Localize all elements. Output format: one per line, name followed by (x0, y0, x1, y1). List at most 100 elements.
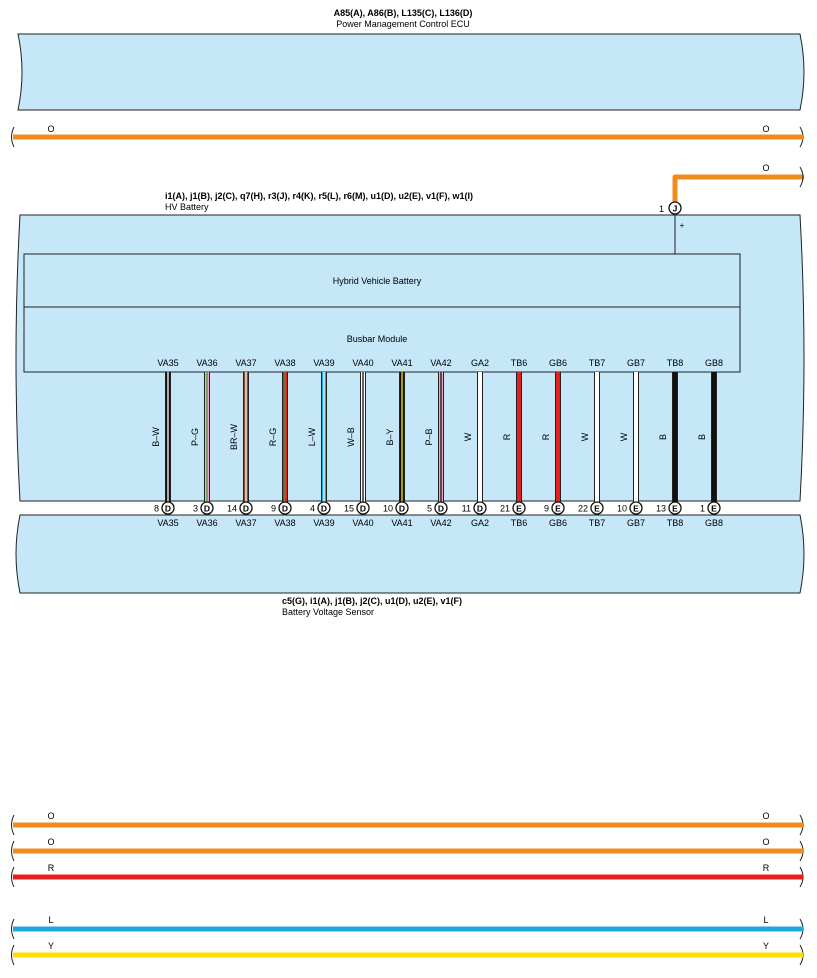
wire-top-label: GB8 (705, 358, 723, 368)
pin-connector-letter: D (165, 504, 171, 514)
ecu-name: Power Management Control ECU (336, 19, 470, 29)
line-label-right: Y (763, 941, 769, 951)
pin-number: 10 (617, 504, 627, 514)
wire-color-code: R (502, 433, 512, 440)
wire-color-code: B (658, 434, 668, 440)
pin-connector (707, 501, 721, 515)
pin-number: 14 (227, 504, 237, 514)
busbar-module-box (23, 306, 741, 373)
pin-connector-letter: D (204, 504, 210, 514)
wire-bottom-label: VA40 (352, 518, 373, 528)
busbar-module-label: Busbar Module (347, 334, 408, 344)
pin-connector-letter: E (711, 504, 717, 514)
wire-color-code: W (463, 432, 473, 441)
pin-connector-letter: E (633, 504, 639, 514)
line-label-right: O (762, 811, 769, 821)
hv-battery-codes: i1(A), j1(B), j2(C), q7(H), r3(J), r4(K)… (165, 191, 473, 201)
wire-bottom-label: TB8 (667, 518, 684, 528)
wire-bottom-label: VA42 (430, 518, 451, 528)
line-label-left: O (47, 837, 54, 847)
pin-connector-letter: D (360, 504, 366, 514)
wire-color-code: B–W (151, 427, 161, 447)
line-break-left (11, 840, 15, 862)
pin-number: 1 (700, 504, 705, 514)
wire-color-code: L–W (307, 427, 317, 446)
sensor-pins: D8VA35D3VA36D14VA37D9VA38D4VA39D15VA40D1… (154, 501, 723, 528)
pin-connector-letter: D (399, 504, 405, 514)
wire-top-label: GB7 (627, 358, 645, 368)
wire-bottom-label: TB6 (511, 518, 528, 528)
pin-connector-letter: D (477, 504, 483, 514)
wire-bottom-label: VA35 (157, 518, 178, 528)
wire-bottom-label: TB7 (589, 518, 606, 528)
wire-top-label: VA40 (352, 358, 373, 368)
pin-connector-letter: E (594, 504, 600, 514)
ecu-wire-left-break (11, 126, 15, 148)
sensor-name: Battery Voltage Sensor (282, 607, 374, 617)
line-break-left (11, 866, 15, 888)
hybrid-vehicle-battery-box (23, 253, 741, 308)
sensor-box (15, 514, 805, 594)
hv-output-wire-label: O (762, 163, 769, 173)
wire-color-code: R (541, 433, 551, 440)
wire-top-label: GB6 (549, 358, 567, 368)
ecu-wire-label-right: O (762, 124, 769, 134)
pin-connector (629, 501, 643, 515)
ecu-wire-label-left: O (47, 124, 54, 134)
wire-bottom-label: GA2 (471, 518, 489, 528)
wire-color-code: P–B (424, 428, 434, 445)
line-break-left (11, 918, 15, 940)
wire-bottom-label: VA41 (391, 518, 412, 528)
pin-connector-letter: D (321, 504, 327, 514)
pin-number: 9 (271, 504, 276, 514)
pin-connector (161, 501, 175, 515)
pin-connector (434, 501, 448, 515)
pin-number: 21 (500, 504, 510, 514)
pin-connector (356, 501, 370, 515)
pin-connector (473, 501, 487, 515)
wire-color-code: W (580, 432, 590, 441)
pin-connector (590, 501, 604, 515)
wire-top-label: VA42 (430, 358, 451, 368)
wire-bottom-label: VA37 (235, 518, 256, 528)
pin-number: 11 (462, 504, 471, 514)
pin-number: 10 (383, 504, 393, 514)
wire-top-label: VA37 (235, 358, 256, 368)
ecu-codes: A85(A), A86(B), L135(C), L136(D) (334, 8, 473, 18)
pin-connector (512, 501, 526, 515)
pin-connector-letter: E (672, 504, 678, 514)
wire-bottom-label: GB8 (705, 518, 723, 528)
wire-color-code: W (619, 432, 629, 441)
pin-connector (395, 501, 409, 515)
pin-number: 22 (578, 504, 588, 514)
wire-color-code: W–B (346, 427, 356, 447)
pin-connector (239, 501, 253, 515)
pin-connector-letter: E (555, 504, 561, 514)
pin-connector (668, 501, 682, 515)
pin-number: 4 (310, 504, 315, 514)
line-label-left: O (47, 811, 54, 821)
hv-output-pin-number: 1 (659, 204, 664, 214)
sensor-codes: c5(G), i1(A), j1(B), j2(C), u1(D), u2(E)… (282, 596, 462, 606)
